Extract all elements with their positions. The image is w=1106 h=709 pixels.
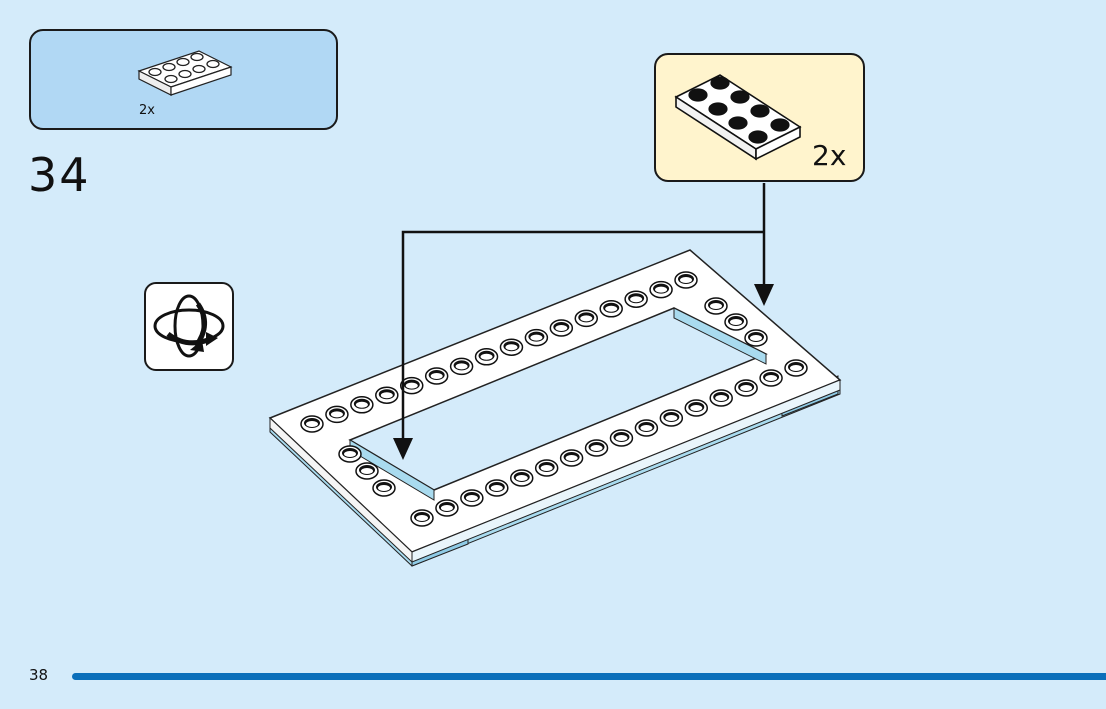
arrow-head-right: [754, 284, 774, 306]
frame-studs: [300, 271, 808, 527]
plate-2x4-icon: [674, 74, 802, 161]
insertion-arrows: [401, 183, 766, 442]
stud-highlight: [715, 395, 728, 401]
stud-highlight: [405, 382, 418, 389]
arrow-head-left: [393, 438, 413, 460]
stud-highlight: [730, 319, 742, 325]
stud-highlight: [515, 475, 528, 481]
stud-highlight: [480, 353, 493, 360]
stud-highlight: [555, 325, 568, 331]
stud-highlight: [430, 373, 443, 379]
stud-highlight: [490, 485, 503, 491]
stud-highlight: [416, 515, 428, 521]
stud-highlight: [361, 468, 373, 474]
stud-highlight: [680, 277, 692, 283]
stud-highlight: [690, 405, 703, 411]
stud-highlight: [740, 385, 753, 391]
stud-highlight: [750, 335, 762, 341]
page-progress-bar: [72, 673, 1106, 680]
stud-highlight: [505, 344, 518, 351]
stud-highlight: [306, 421, 318, 427]
stud-highlight: [530, 334, 543, 341]
parts-quantity: 2x: [139, 103, 155, 118]
stud-highlight: [640, 425, 653, 431]
stud-highlight: [344, 451, 356, 457]
stud-highlight: [355, 401, 368, 408]
stud-highlight: [710, 303, 722, 309]
stud-highlight: [378, 485, 390, 491]
stud-highlight: [655, 286, 668, 293]
stud-highlight: [380, 392, 393, 399]
stud-highlight: [615, 435, 628, 441]
plate-2x4-icon: [137, 50, 233, 96]
stud-highlight: [540, 465, 553, 471]
stud-highlight: [765, 375, 778, 381]
rotate-indicator-box: [144, 282, 234, 371]
stud-highlight: [440, 505, 453, 511]
stud-highlight: [330, 411, 343, 418]
stud-highlight: [455, 363, 468, 370]
page-number: 38: [29, 666, 49, 684]
rotate-model-icon: [153, 294, 225, 358]
parts-list-box: 2x: [29, 29, 338, 130]
callout-quantity: 2x: [812, 139, 847, 172]
stud-highlight: [580, 315, 593, 322]
stud-highlight: [565, 455, 578, 461]
stud-highlight: [790, 365, 802, 371]
step-number: 34: [28, 148, 91, 202]
stud-highlight: [465, 495, 478, 501]
stud-highlight: [665, 415, 678, 421]
callout-box: 2x: [654, 53, 865, 182]
stud-highlight: [630, 296, 643, 303]
stud-highlight: [590, 445, 603, 451]
stud-highlight: [605, 305, 618, 312]
